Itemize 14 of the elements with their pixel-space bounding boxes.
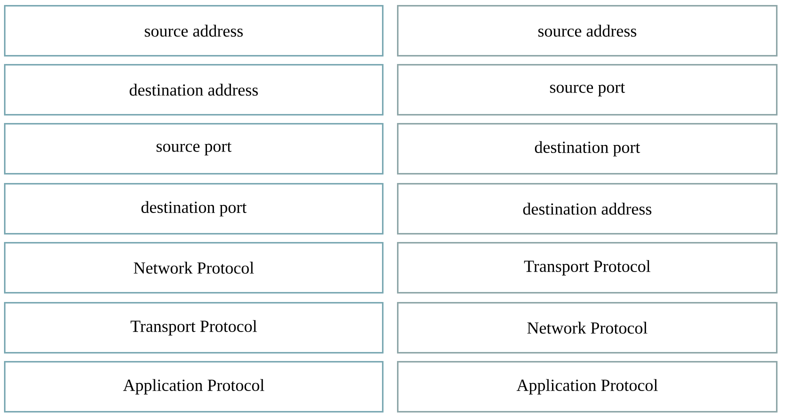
text-box: source port — [397, 64, 778, 116]
text-box: Network Protocol — [397, 302, 778, 354]
text-box: source address — [4, 5, 384, 56]
text-box: destination port — [397, 123, 778, 174]
text-box: Transport Protocol — [4, 302, 384, 354]
text-box: Transport Protocol — [397, 242, 778, 294]
text-box: Application Protocol — [4, 361, 384, 412]
text-box: source port — [4, 123, 384, 174]
text-box: Network Protocol — [4, 242, 384, 294]
text-box: source address — [397, 5, 778, 56]
text-box: Application Protocol — [397, 361, 778, 412]
text-box: destination address — [4, 64, 384, 116]
text-box: destination port — [4, 183, 384, 234]
text-box: destination address — [397, 183, 778, 234]
